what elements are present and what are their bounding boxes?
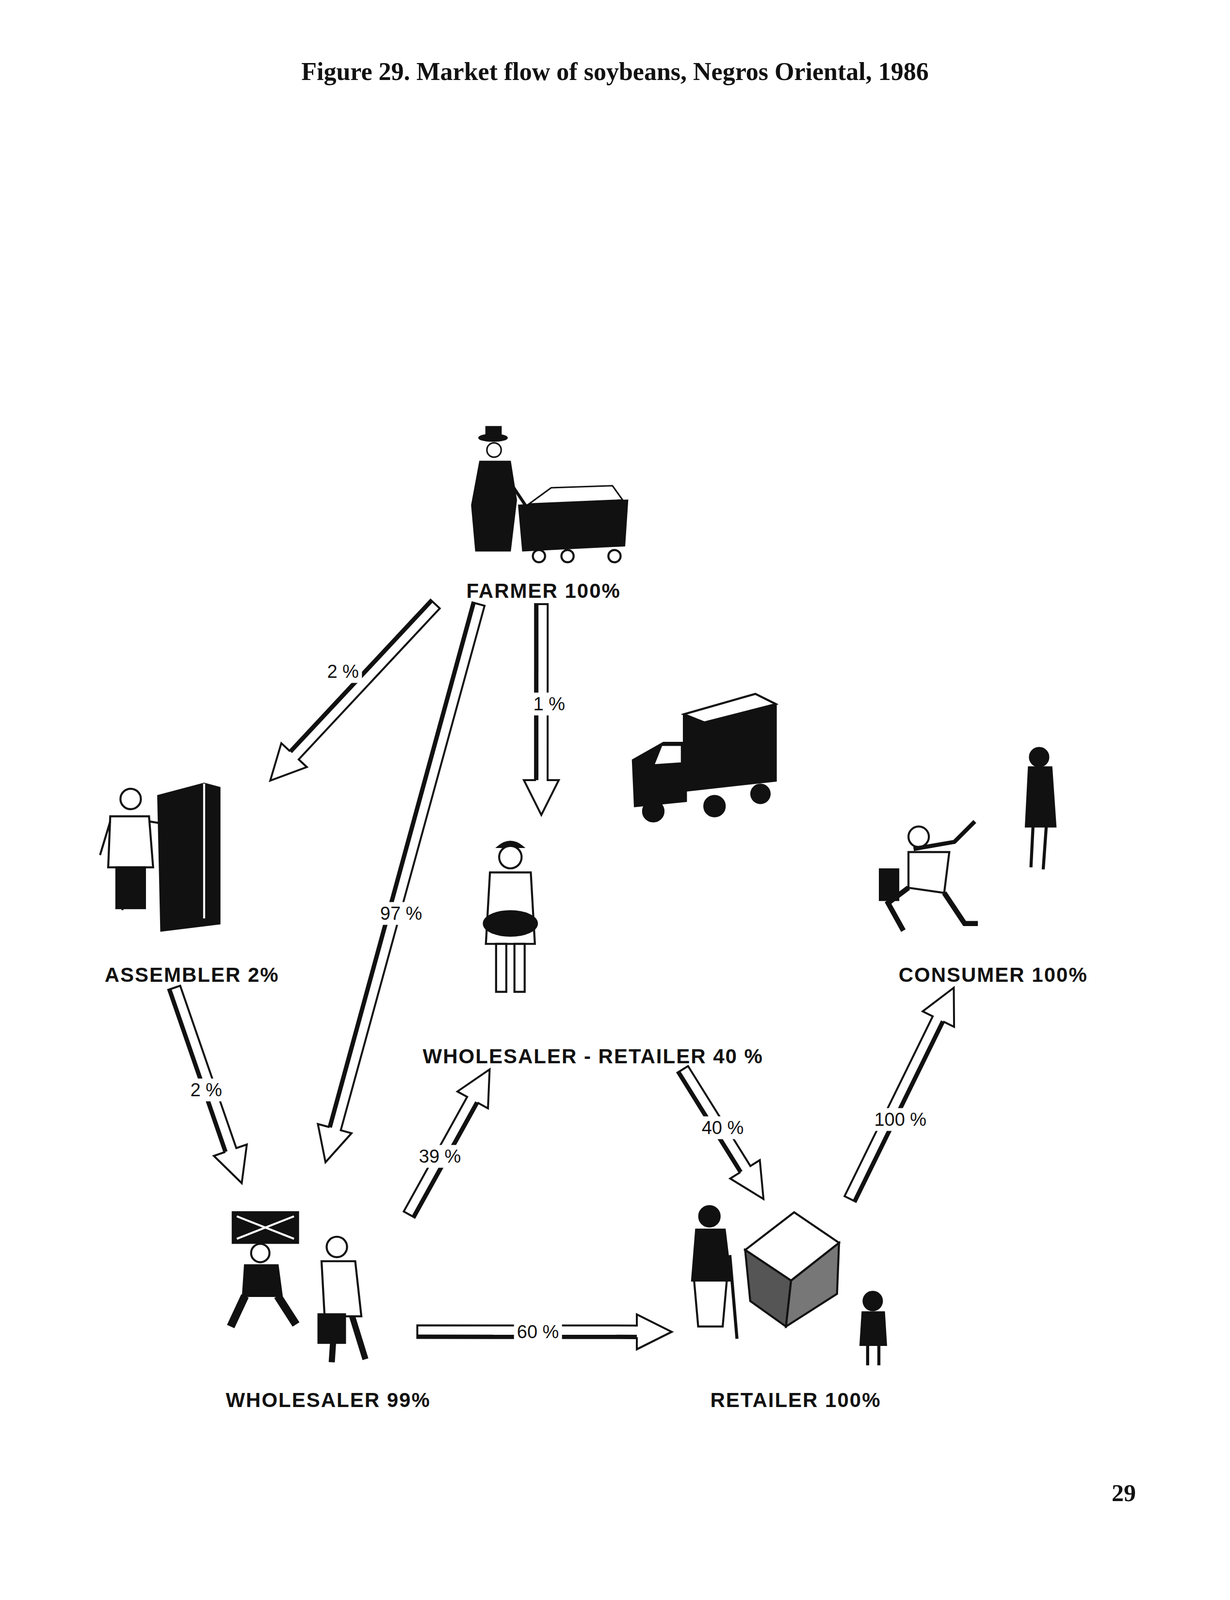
arrow-shade [290,600,432,753]
flow-percent: 1 % [530,693,568,716]
wholesaler-retailer-figure [484,841,537,992]
flow-percent: 60 % [514,1320,563,1344]
hollow-arrow [844,987,955,1202]
assembler-figure [99,783,220,931]
wholesaler-node: WHOLESALER 99% [193,1204,464,1414]
truck-figure [632,694,777,822]
hollow-arrow [403,1069,490,1219]
flow-percent: 97 % [377,902,426,925]
flow-percent: 2 % [187,1078,225,1102]
retailer-node: RETAILER 100% [671,1199,920,1414]
node-label: WHOLESALER 99% [193,1388,464,1414]
flow-arrow [270,599,440,781]
consumer-node: CONSUMER 100% [861,740,1125,988]
assembler-node: ASSEMBLER 2% [65,780,319,988]
consumer-figures [879,748,1056,932]
flow-percent: 40 % [698,1116,747,1140]
arrow-shade [854,1021,943,1202]
flow-arrow [417,1314,672,1350]
flow-arrow [677,1066,764,1200]
wholesaler-retailer-node: WHOLESALER - RETAILER 40 % [420,831,766,1070]
flow-percent: 2 % [323,660,362,683]
arrow-shade [413,1102,478,1217]
page-number: 29 [1111,1479,1136,1508]
node-label: RETAILER 100% [671,1388,920,1414]
flow-arrow [168,986,247,1184]
node-label: FARMER 100% [435,578,652,605]
node-label: CONSUMER 100% [861,962,1125,989]
flow-arrow [844,987,955,1202]
flow-percent: 100 % [871,1108,930,1132]
flow-arrow [317,602,485,1164]
flow-arrow [403,1069,490,1219]
node-label: ASSEMBLER 2% [65,962,319,989]
hollow-arrow [677,1066,764,1200]
flow-percent: 39 % [416,1145,465,1168]
figure-title: Figure 29. Market flow of soybeans, Negr… [0,57,1230,86]
farmer-node: FARMER 100% [435,418,652,605]
hollow-arrow [270,599,440,781]
arrow-shade [534,604,539,781]
arrow-shade [169,989,227,1153]
retailer-figures [692,1206,887,1366]
hollow-arrow [168,986,247,1184]
hollow-arrow [417,1314,672,1350]
node-label: WHOLESALER - RETAILER 40 % [420,1044,766,1070]
wholesaler-figures [230,1212,366,1363]
farmer-figure [471,426,628,563]
hollow-arrow [317,602,485,1164]
